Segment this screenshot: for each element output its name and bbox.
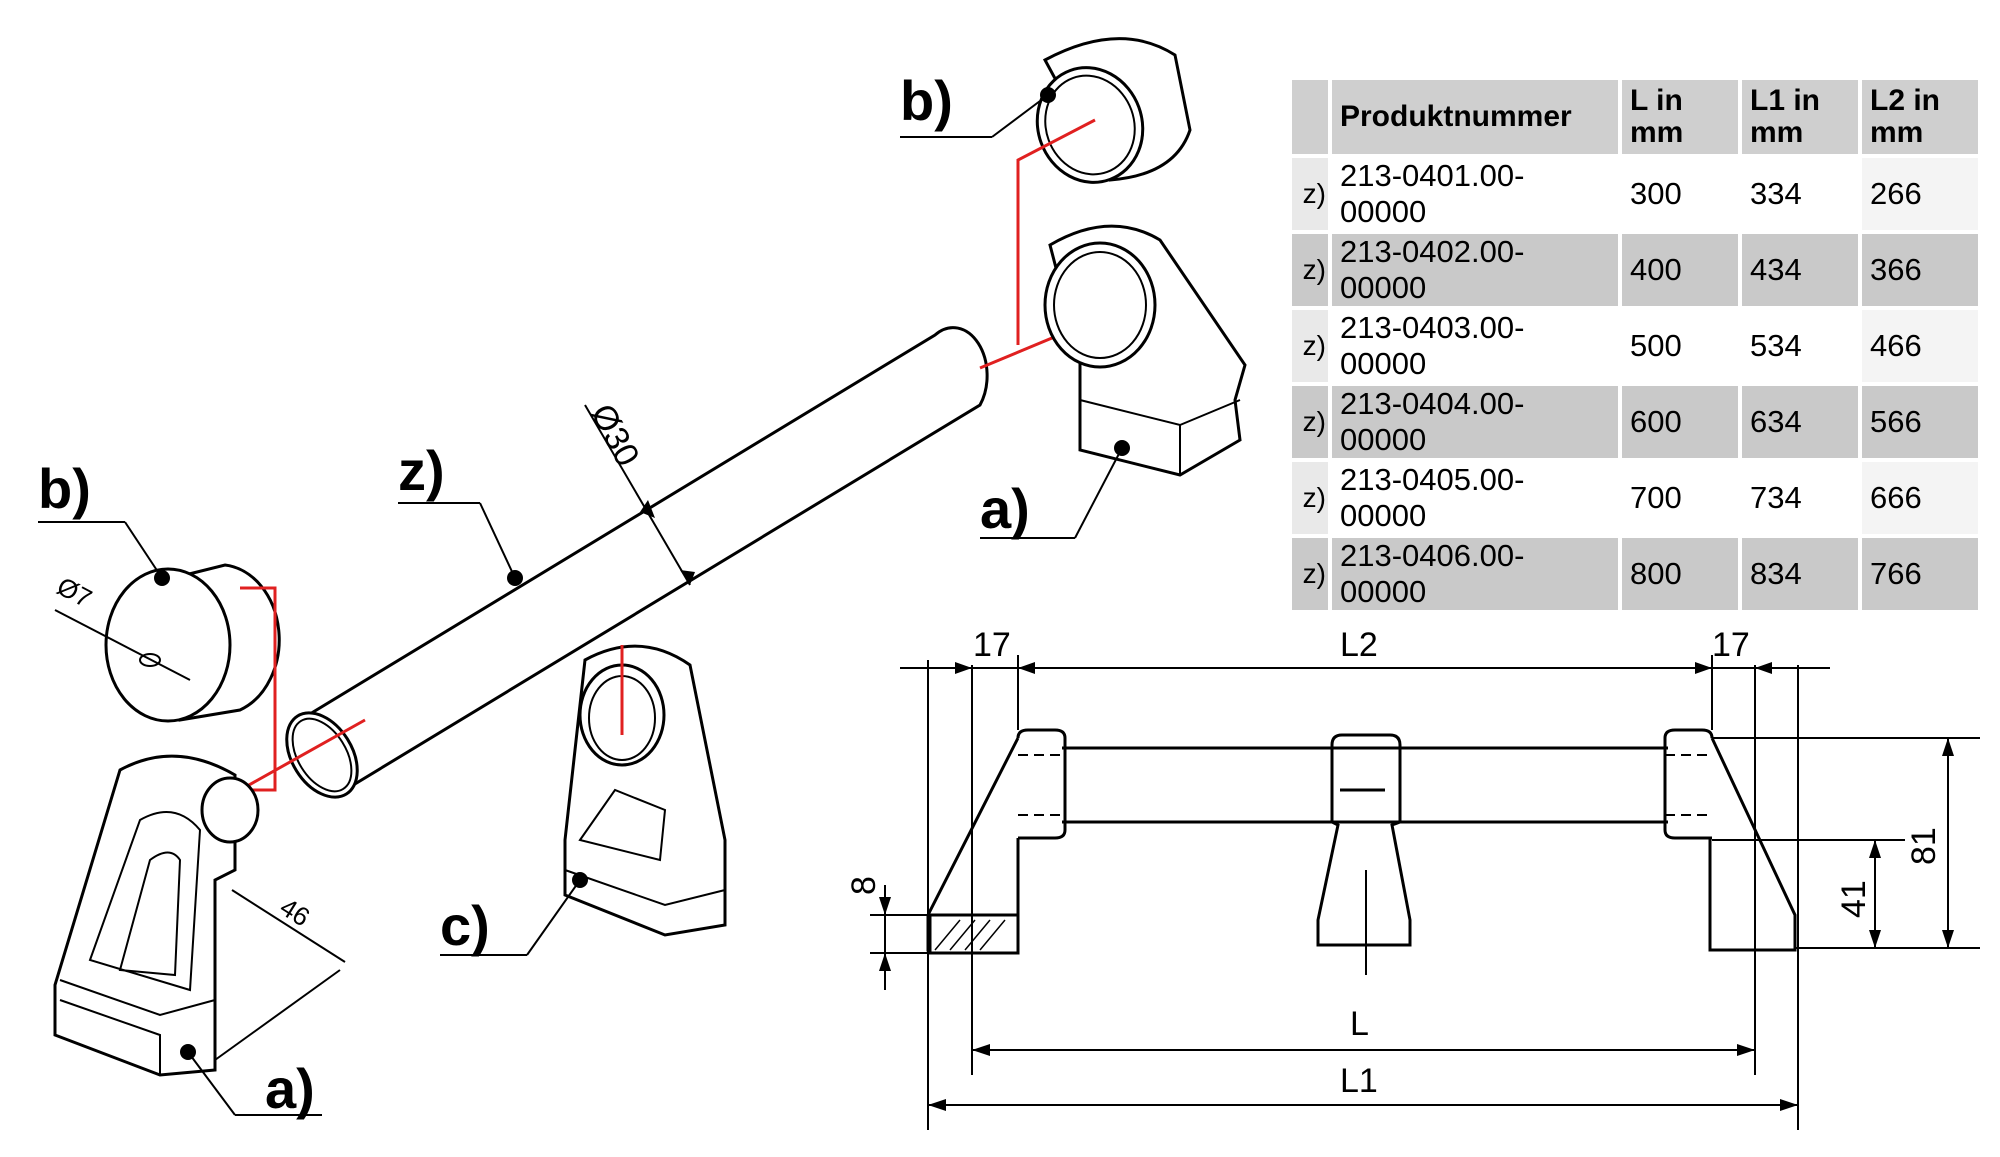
height-axis-label: 41 [1835,880,1873,918]
span-L2-label: L2 [1340,626,1378,664]
row-prefix: z) [1292,460,1332,538]
label-b-right: b) [900,69,953,132]
cell-product: 213-0403.00-00000 [1330,308,1622,386]
label-b-left: b) [38,457,91,520]
cell-L2: 566 [1860,384,1982,462]
table-row: z) 213-0404.00-00000 600 634 566 [1292,384,1982,462]
tube-diameter-label: Ø30 [583,398,647,473]
row-prefix: z) [1292,156,1332,234]
table-header-product: Produktnummer [1330,80,1622,158]
table-header-prefix [1292,80,1332,158]
right-foot-part [1043,224,1247,477]
cell-L: 500 [1620,308,1742,386]
orthographic-view [926,728,1797,975]
length-L1-label: L1 [1340,1062,1378,1100]
cell-L2: 666 [1860,460,1982,538]
cell-product: 213-0401.00-00000 [1330,156,1622,234]
cell-L2: 266 [1860,156,1982,234]
cap-hole-dim-line [54,609,191,681]
cell-L1: 534 [1740,308,1862,386]
cell-L2: 766 [1860,536,1982,614]
cell-L1: 334 [1740,156,1862,234]
cell-L1: 434 [1740,232,1862,310]
table-row: z) 213-0405.00-00000 700 734 666 [1292,460,1982,538]
cell-L: 400 [1620,232,1742,310]
row-prefix: z) [1292,308,1332,386]
cell-product: 213-0405.00-00000 [1330,460,1622,538]
row-prefix: z) [1292,536,1332,614]
table-header-L1: L1 in mm [1740,80,1862,158]
table-header-L: L in mm [1620,80,1742,158]
product-spec-table: Produktnummer L in mm L1 in mm L2 in mm … [1292,80,1982,614]
left-end-cap-part [104,563,281,723]
cell-product: 213-0402.00-00000 [1330,232,1622,310]
table-header-L2: L2 in mm [1860,80,1982,158]
assembly-line-left-cap [240,586,277,792]
table-row: z) 213-0406.00-00000 800 834 766 [1292,536,1982,614]
height-total-label: 81 [1905,827,1943,865]
tube-part [285,326,989,799]
label-a-left: a) [265,1057,315,1120]
cell-L: 600 [1620,384,1742,462]
label-c: c) [440,894,490,957]
table-row: z) 213-0402.00-00000 400 434 366 [1292,232,1982,310]
cell-L1: 834 [1740,536,1862,614]
foot-thickness-label: 8 [845,876,883,895]
cell-L1: 634 [1740,384,1862,462]
z-leader [479,502,516,579]
cap-hole-diameter-label: Ø7 [52,571,97,614]
ortho-dimensions: 17 L2 17 L L1 81 41 8 [845,626,1980,1130]
cell-L1: 734 [1740,460,1862,538]
cell-L: 700 [1620,460,1742,538]
cell-product: 213-0406.00-00000 [1330,536,1622,614]
table-header-row: Produktnummer L in mm L1 in mm L2 in mm [1292,80,1982,158]
table-row: z) 213-0403.00-00000 500 534 466 [1292,308,1982,386]
right-end-cap-part [1035,37,1192,184]
assembly-line-right-cap [1016,118,1096,345]
left-offset-label: 17 [973,626,1011,664]
row-prefix: z) [1292,384,1332,462]
diameter-dim-line [584,404,691,586]
left-foot-part [53,754,260,1077]
length-L-label: L [1350,1005,1369,1043]
row-prefix: z) [1292,232,1332,310]
label-a-right: a) [980,477,1030,540]
foot-depth-label: 46 [275,892,315,933]
label-z: z) [398,439,445,502]
cell-L: 300 [1620,156,1742,234]
middle-support-part [563,644,727,937]
right-offset-label: 17 [1712,626,1750,664]
cell-L2: 366 [1860,232,1982,310]
cell-L2: 466 [1860,308,1982,386]
cell-L: 800 [1620,536,1742,614]
table-row: z) 213-0401.00-00000 300 334 266 [1292,156,1982,234]
cell-product: 213-0404.00-00000 [1330,384,1622,462]
